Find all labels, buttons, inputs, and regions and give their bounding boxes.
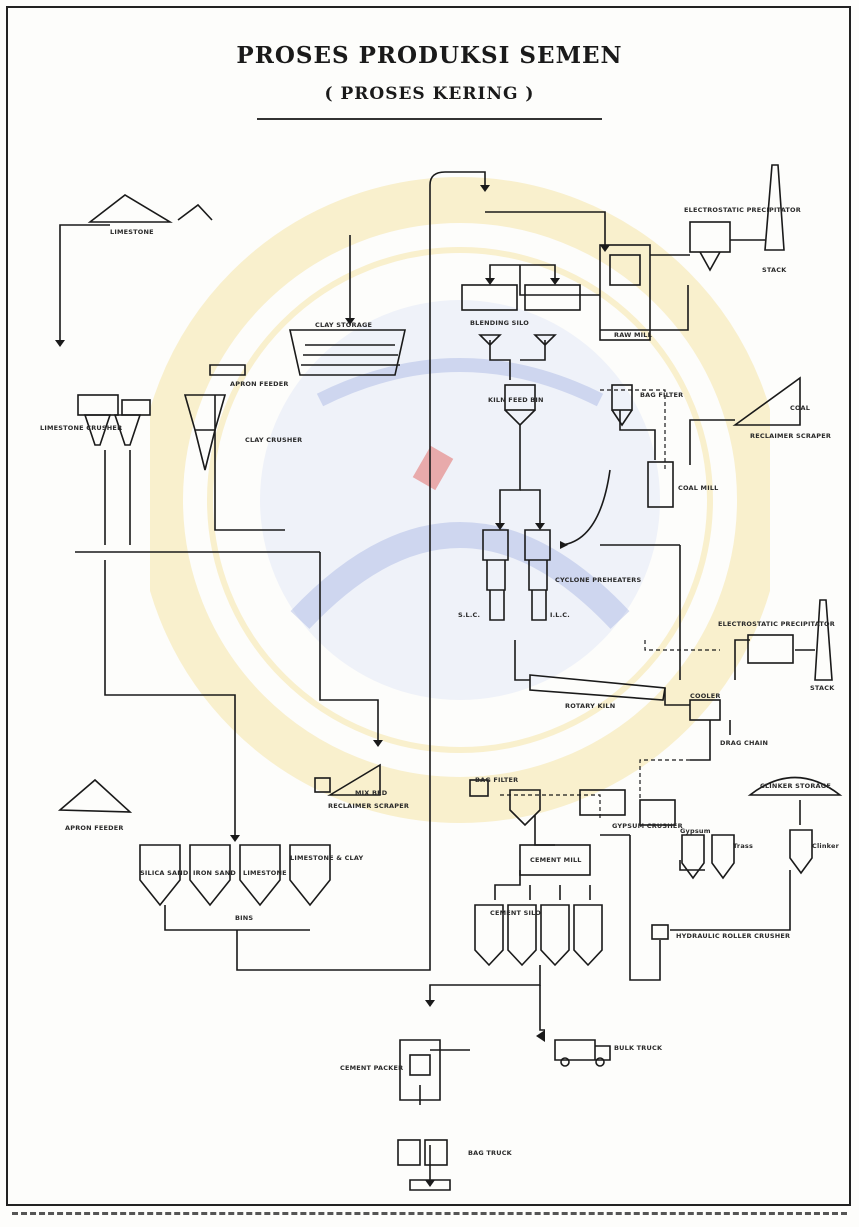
bottom-scan-line [12,1212,847,1219]
diagram-labels: LIMESTONE LIMESTONE CRUSHER CLAY STORAGE… [40,206,840,1157]
label-gypsum: Gypsum [680,827,711,835]
gypsum-bin-icon [682,835,704,878]
electrostatic-precipitator-icon [690,222,730,252]
label-limestone-crusher: LIMESTONE CRUSHER [40,424,122,432]
label-slc: S.L.C. [458,611,480,619]
label-kiln-feed-bin: KILN FEED BIN [488,396,544,404]
label-gypsum-crusher: GYPSUM CRUSHER [612,822,683,830]
label-apron-feeder-left: APRON FEEDER [65,824,124,832]
label-coal: COAL [790,404,810,412]
label-mix-bed: MIX BED [355,789,388,797]
rotary-kiln-icon [530,675,665,700]
blending-silo-icon [462,285,517,310]
clay-crusher-icon [185,395,225,430]
gypsum-truck-icon [580,790,625,815]
bulk-truck-icon [555,1040,610,1060]
label-bulk-truck: BULK TRUCK [614,1044,663,1052]
label-clinker: Clinker [812,842,840,850]
label-bin-limestone: LIMESTONE [243,869,287,877]
label-reclaimer-scraper-mid: RECLAIMER SCRAPER [328,802,409,810]
clay-storage-icon [290,330,405,375]
label-cement-packer: CEMENT PACKER [340,1064,403,1072]
label-trass: Trass [733,842,753,850]
cooler-icon [690,700,720,720]
label-bag-filter-top: BAG FILTER [640,391,683,399]
electrostatic-precipitator-2-icon [748,635,793,663]
coal-mill-icon [648,462,673,507]
label-cooler: COOLER [690,692,721,700]
crusher-box [78,395,118,415]
roller-crusher-icon [652,925,668,939]
raw-mill-icon [600,245,650,340]
label-cement-mill: CEMENT MILL [530,856,582,864]
excavator-icon [178,205,212,220]
stack-2-icon [815,600,832,680]
label-bag-filter-mid: BAG FILTER [475,776,518,784]
label-bag-truck: BAG TRUCK [468,1149,513,1157]
label-ep-mid: ELECTROSTATIC PRECIPITATOR [718,620,835,628]
label-ep-top: ELECTROSTATIC PRECIPITATOR [684,206,801,214]
label-clay-crusher: CLAY CRUSHER [245,436,302,444]
label-stack-mid: STACK [810,684,835,692]
label-hydraulic-roller-crusher: HYDRAULIC ROLLER CRUSHER [676,932,790,940]
coal-pile-icon [735,378,800,425]
label-cyclone-preheaters: CYCLONE PREHEATERS [555,576,641,584]
label-bin-limestone-clay: LIMESTONE & CLAY [290,854,364,862]
label-cement-silo: CEMENT SILO [490,909,541,917]
label-reclaimer-scraper-top: RECLAIMER SCRAPER [750,432,831,440]
label-coal-mill: COAL MILL [678,484,719,492]
label-ilc: I.L.C. [550,611,570,619]
clay-truck-icon [210,365,245,375]
equipment [60,165,840,1190]
label-clay-storage: CLAY STORAGE [315,321,372,329]
connector-lines [60,172,815,1180]
bag-truck-icon [398,1140,420,1165]
label-apron-feeder: APRON FEEDER [230,380,289,388]
trass-bin-icon [712,835,734,878]
label-stack-top: STACK [762,266,787,274]
label-bin-silica-sand: SILICA SAND [140,869,189,877]
flow-arrows [55,185,610,1187]
label-blending-silo: BLENDING SILO [470,319,529,327]
label-limestone: LIMESTONE [110,228,154,236]
clinker-bin-icon [790,830,812,873]
label-bin-iron-sand: IRON SAND [193,869,236,877]
limestone-pile-icon [90,195,170,222]
label-rotary-kiln: ROTARY KILN [565,702,615,710]
dust-lines [500,390,720,820]
cyclone-preheater-icon [483,530,508,620]
label-clinker-storage: CLINKER STORAGE [760,782,831,790]
label-bins: BINS [235,914,253,922]
bag-filter-icon [612,385,632,410]
apron-feeder-heap-icon [60,780,130,812]
label-drag-chain: DRAG CHAIN [720,739,768,747]
label-raw-mill: RAW MILL [614,331,652,339]
